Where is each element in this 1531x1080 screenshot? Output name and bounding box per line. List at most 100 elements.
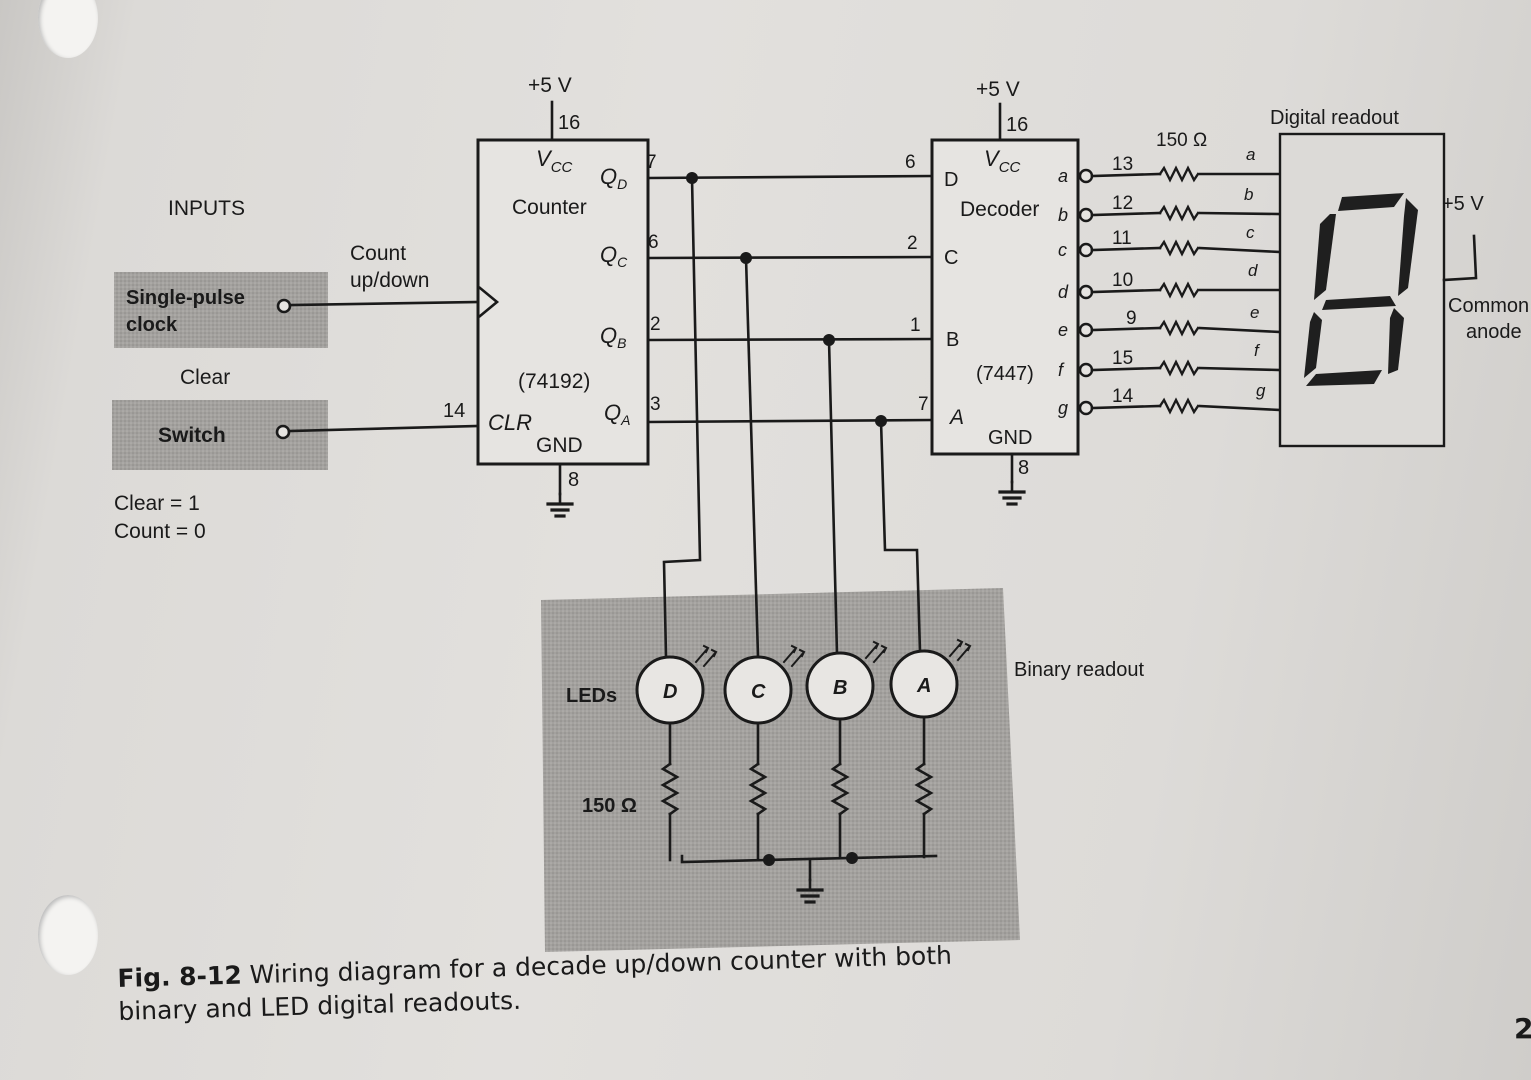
binder-hole <box>38 895 98 975</box>
binary-readout-label: Binary readout <box>1014 659 1145 681</box>
led-letter: A <box>916 675 931 697</box>
leds-label: LEDs <box>566 685 617 707</box>
decoder-output-c: c11 <box>1058 228 1282 260</box>
wire-qb <box>646 337 934 342</box>
decoder-gnd-pin: 8 <box>1018 457 1029 479</box>
decoder-gnd: GND <box>988 427 1032 449</box>
svg-text:6: 6 <box>905 152 916 173</box>
segment-label-f: f <box>1254 341 1261 360</box>
legend-clear: Clear = 1 <box>114 492 200 515</box>
common-anode-wire <box>1442 234 1478 282</box>
clock-label-2: clock <box>126 314 178 336</box>
svg-text:QA: QA <box>604 400 630 428</box>
counter-clr: CLR <box>488 410 532 435</box>
decoder-output-e: e9 <box>1058 308 1282 340</box>
decoder-title: Decoder <box>960 198 1039 221</box>
counter-ground-icon <box>546 492 574 518</box>
counter-gnd: GND <box>536 434 583 457</box>
svg-text:7: 7 <box>646 152 657 173</box>
counter-output-qc: QC 6 <box>600 232 659 270</box>
decoder-chip <box>930 138 1080 456</box>
common-label: Common <box>1448 295 1529 317</box>
svg-text:QC: QC <box>600 242 628 270</box>
led-b: B <box>805 640 888 860</box>
clear-label: Clear <box>180 366 230 389</box>
anode-label: anode <box>1466 321 1522 343</box>
seven-segment-digit <box>1304 193 1418 386</box>
decoder-output-b: b12 <box>1058 193 1282 225</box>
segment-label-e: e <box>1250 303 1259 322</box>
decoder-output-pin: 9 <box>1126 308 1137 329</box>
svg-text:B: B <box>946 329 959 351</box>
count-label-1: Count <box>350 242 406 265</box>
decoder-input-a: A 7 <box>918 394 964 429</box>
counter-clr-pin: 14 <box>443 400 465 422</box>
led-c: C <box>723 644 806 861</box>
wire-led-d <box>662 176 702 658</box>
decoder-output-f: f 15 <box>1058 348 1282 380</box>
resistor-bank-label: 150 Ω <box>1156 130 1207 151</box>
led-resistor-label: 150 Ω <box>582 795 637 817</box>
svg-text:2: 2 <box>907 233 918 254</box>
wire-qc <box>646 255 934 260</box>
decoder-vcc: VCC <box>984 146 1021 176</box>
wire-qa <box>646 418 934 424</box>
decoder-input-d: D 6 <box>905 152 958 191</box>
resistor-icon <box>1158 205 1200 221</box>
led-d: D <box>635 644 718 862</box>
switch-input-box <box>112 400 328 470</box>
svg-text:1: 1 <box>910 315 921 336</box>
resistor-icon <box>1158 282 1200 298</box>
resistor-icon <box>1158 398 1200 414</box>
counter-gnd-pin: 8 <box>568 469 579 491</box>
decoder-output-label: d <box>1058 282 1069 302</box>
counter-output-qa: QA 3 <box>604 394 661 428</box>
segment-label-g: g <box>1256 381 1266 400</box>
readout-title: Digital readout <box>1270 107 1399 129</box>
segment-label-d: d <box>1248 261 1258 280</box>
clock-terminal <box>276 298 292 314</box>
decoder-output-label: f <box>1058 360 1065 380</box>
wire-led-a <box>879 419 922 654</box>
switch-terminal <box>275 424 291 440</box>
resistor-icon <box>1158 240 1200 256</box>
resistor-icon <box>1158 320 1200 336</box>
counter-part: (74192) <box>518 370 590 393</box>
legend-count: Count = 0 <box>114 520 206 543</box>
switch-label: Switch <box>158 424 226 447</box>
counter-supply: +5 V <box>528 74 572 97</box>
svg-text:3: 3 <box>650 394 661 415</box>
svg-text:QB: QB <box>600 323 626 351</box>
decoder-part: (7447) <box>976 363 1034 385</box>
counter-output-qb: QB 2 <box>600 314 661 351</box>
led-a: A <box>889 638 972 859</box>
segment-label-a: a <box>1246 145 1255 164</box>
counter-vcc-pin: 16 <box>558 112 580 134</box>
svg-text:QD: QD <box>600 164 627 192</box>
clock-input-box <box>114 272 328 348</box>
count-label-2: up/down <box>350 269 429 292</box>
svg-text:D: D <box>944 169 958 191</box>
decoder-output-label: g <box>1058 398 1068 418</box>
decoder-output-pin: 15 <box>1112 348 1133 369</box>
decoder-output-pin: 11 <box>1112 228 1132 249</box>
page-number: 2 <box>1514 1012 1531 1045</box>
counter-vcc: VCC <box>536 146 573 176</box>
decoder-output-pin: 14 <box>1112 386 1134 407</box>
digital-readout <box>1278 132 1446 448</box>
clock-input-arrow <box>478 286 500 318</box>
decoder-vcc-pin: 16 <box>1006 114 1028 136</box>
counter-title: Counter <box>512 196 587 219</box>
decoder-output-pin: 10 <box>1112 270 1133 291</box>
resistor-icon <box>1158 360 1200 376</box>
inputs-heading: INPUTS <box>168 197 245 220</box>
led-letter: B <box>833 677 847 699</box>
led-letter: D <box>663 681 677 703</box>
segment-label-c: c <box>1246 223 1255 242</box>
svg-text:A: A <box>948 406 964 429</box>
svg-text:2: 2 <box>650 314 661 335</box>
wire-led-c <box>744 256 760 658</box>
